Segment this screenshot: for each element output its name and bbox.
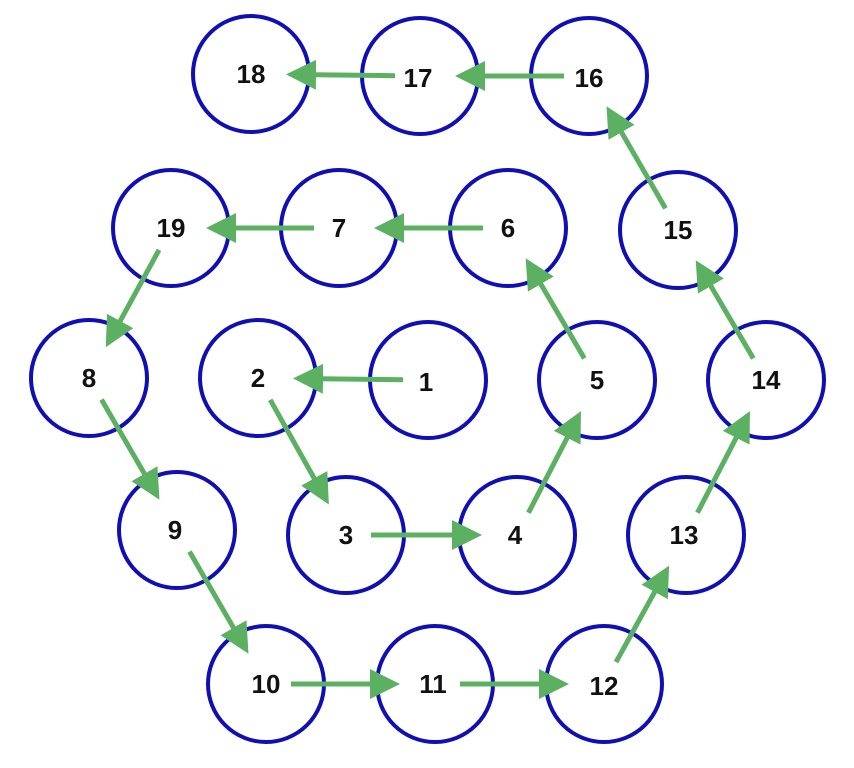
edge-13-to-14 xyxy=(695,411,750,514)
node-8: 8 xyxy=(29,318,149,438)
node-15: 15 xyxy=(618,170,738,290)
edge-8-to-9 xyxy=(99,398,160,500)
node-circle-9 xyxy=(117,470,237,590)
node-label-3: 3 xyxy=(339,520,353,550)
node-label-7: 7 xyxy=(332,213,346,243)
edge-14-to-15 xyxy=(695,260,756,360)
node-3: 3 xyxy=(286,475,406,595)
node-label-13: 13 xyxy=(670,520,699,550)
edge-19-to-8 xyxy=(105,248,162,348)
node-label-1: 1 xyxy=(419,367,433,397)
node-5: 5 xyxy=(537,320,657,440)
node-label-2: 2 xyxy=(251,363,265,393)
node-label-18: 18 xyxy=(237,59,266,89)
node-label-9: 9 xyxy=(168,515,182,545)
node-4: 4 xyxy=(457,475,577,595)
node-circle-8 xyxy=(29,318,149,438)
edge-1-to-2 xyxy=(292,363,404,394)
node-label-16: 16 xyxy=(575,63,604,93)
node-label-10: 10 xyxy=(252,669,281,699)
node-circle-14 xyxy=(706,320,826,440)
node-label-17: 17 xyxy=(404,63,433,93)
node-16: 16 xyxy=(529,16,649,136)
node-label-19: 19 xyxy=(157,213,186,243)
edge-2-to-3 xyxy=(268,398,329,505)
node-12: 12 xyxy=(544,624,664,744)
node-label-12: 12 xyxy=(590,671,619,701)
edge-15-to-16 xyxy=(606,106,668,210)
node-circle-15 xyxy=(618,170,738,290)
edge-5-to-6 xyxy=(525,258,587,360)
node-label-6: 6 xyxy=(501,213,515,243)
edges-layer xyxy=(99,59,756,699)
edge-17-to-18 xyxy=(285,59,396,90)
edge-12-to-13 xyxy=(613,565,670,664)
node-label-4: 4 xyxy=(508,520,523,550)
node-label-14: 14 xyxy=(752,365,781,395)
node-13: 13 xyxy=(626,475,746,595)
node-circle-13 xyxy=(626,475,746,595)
node-label-5: 5 xyxy=(590,365,604,395)
node-label-11: 11 xyxy=(419,669,447,699)
node-label-8: 8 xyxy=(82,363,96,393)
node-9: 9 xyxy=(117,470,237,590)
edge-9-to-10 xyxy=(187,550,249,654)
node-14: 14 xyxy=(706,320,826,440)
node-circle-5 xyxy=(537,320,657,440)
node-label-15: 15 xyxy=(664,215,693,245)
edge-4-to-5 xyxy=(526,411,581,514)
